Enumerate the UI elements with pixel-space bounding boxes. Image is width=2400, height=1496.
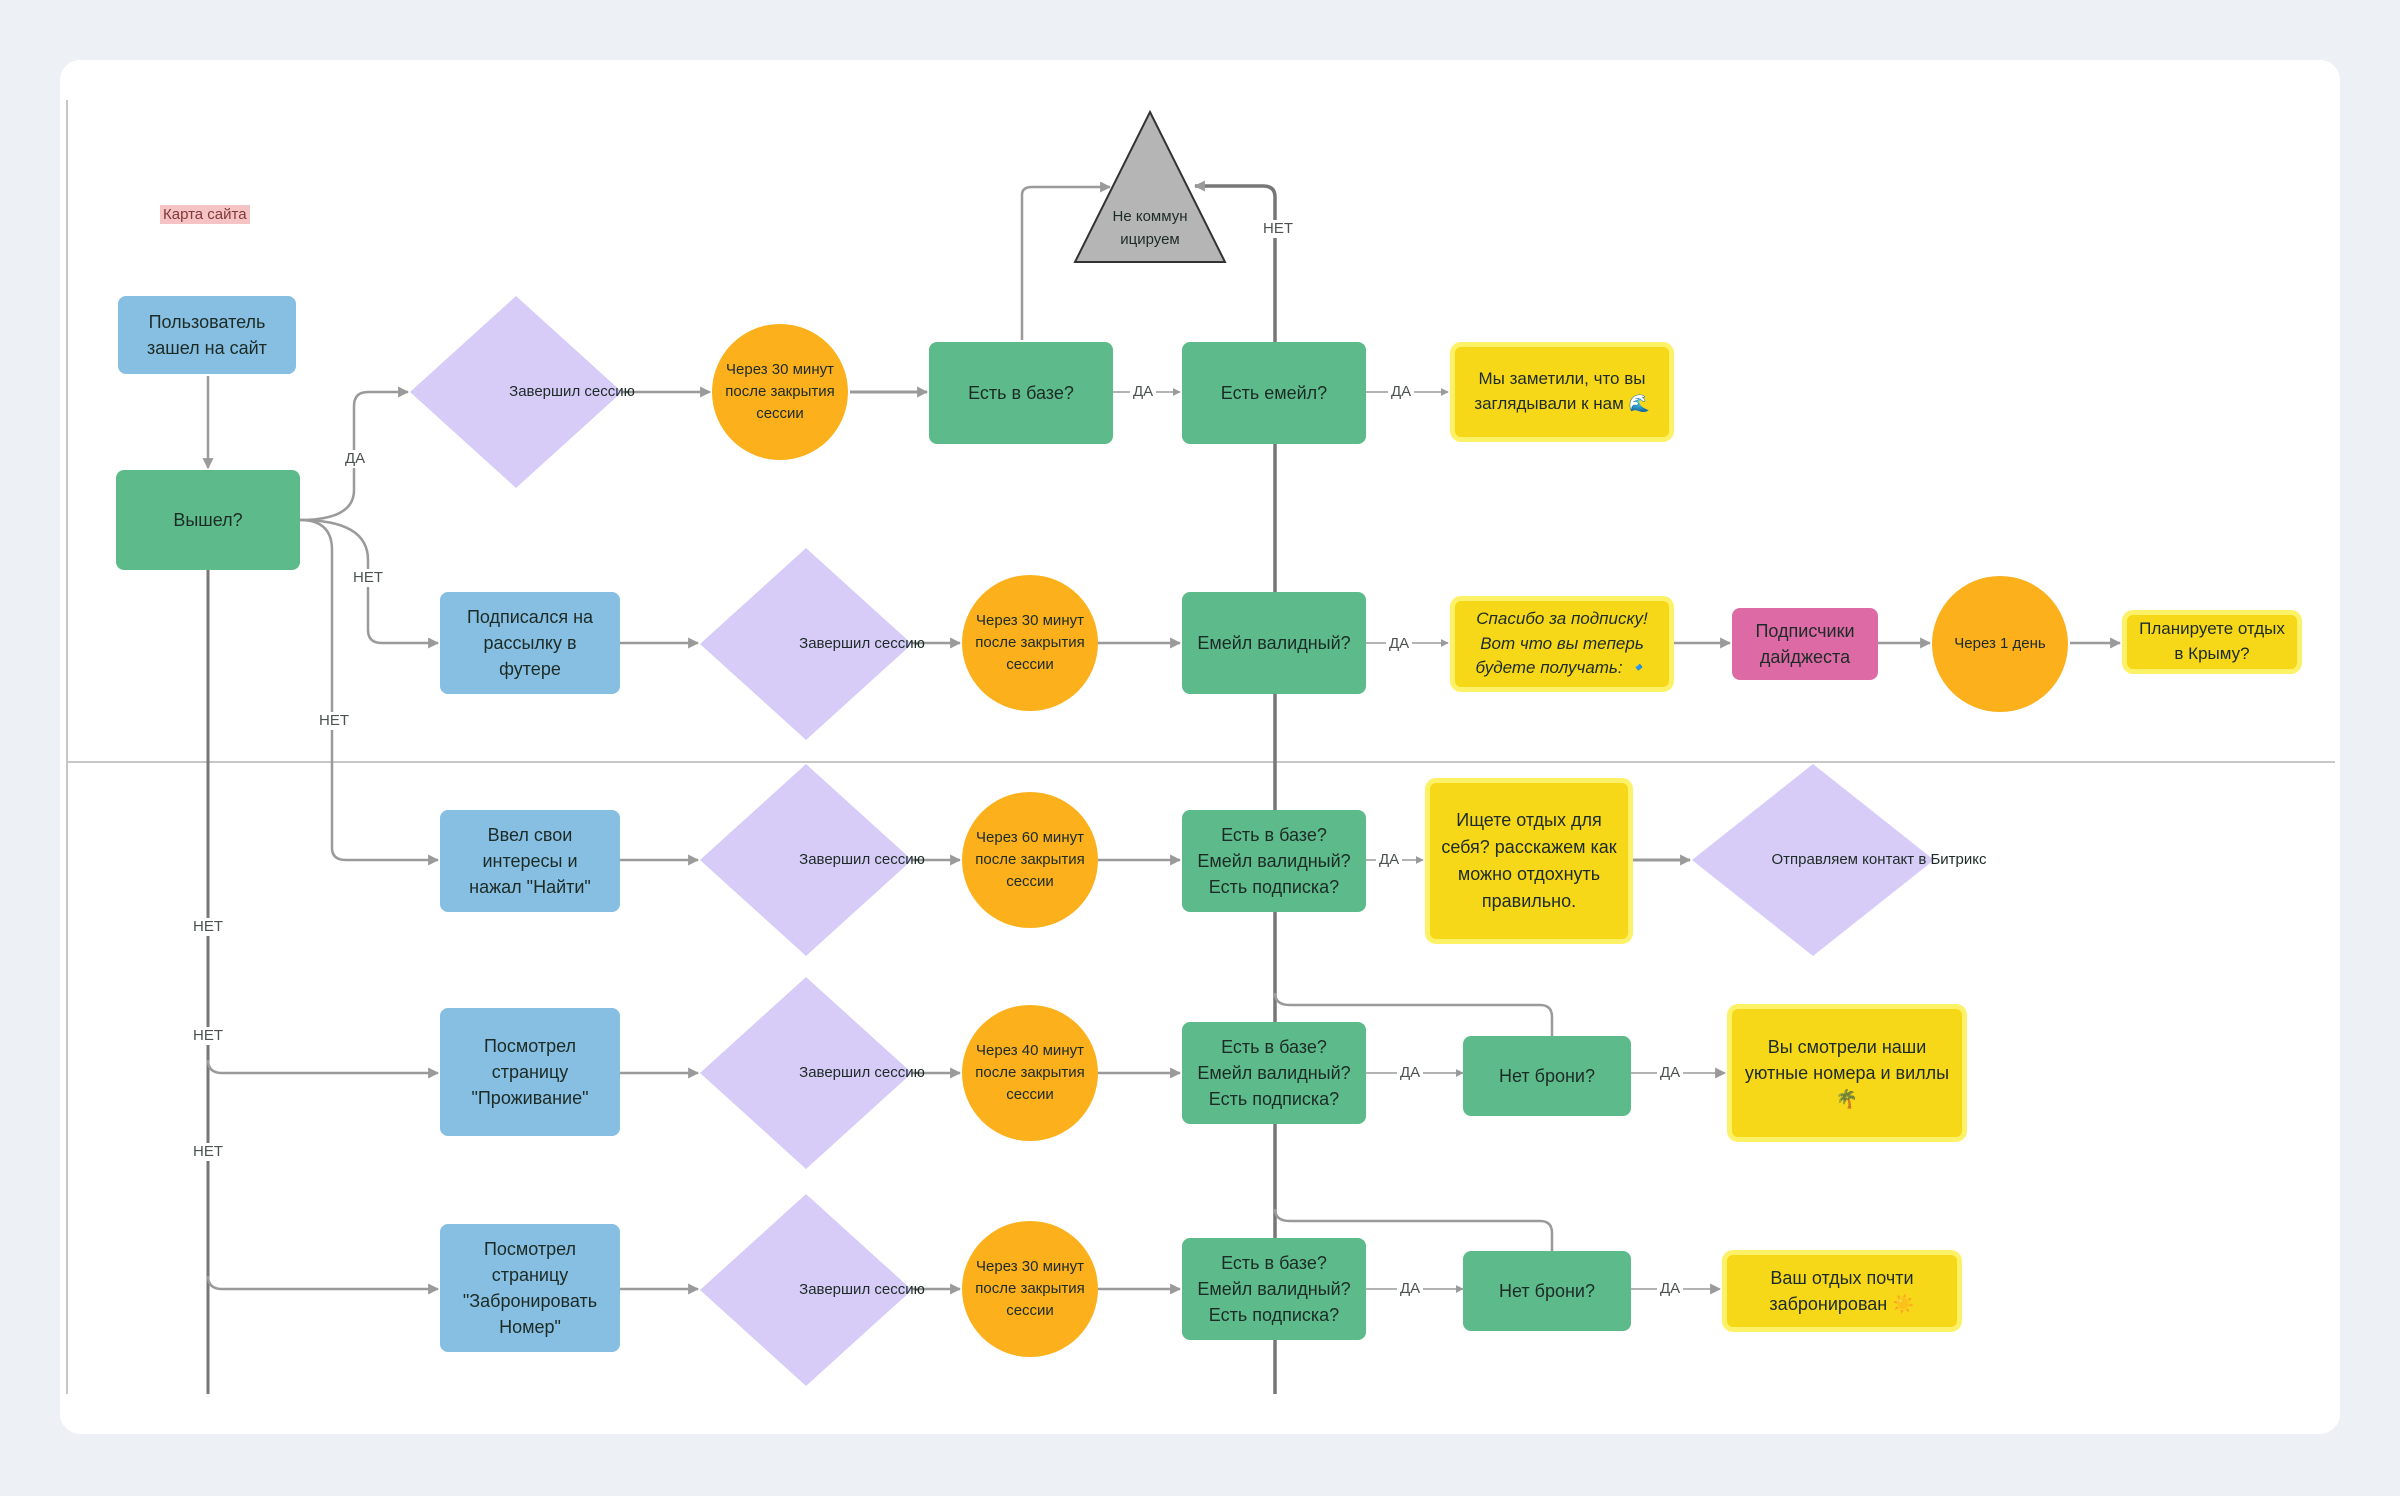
edge-label-yes-nb1: ДА — [1657, 1064, 1684, 1082]
no-contact-triangle — [1073, 109, 1227, 263]
node-wait-1[interactable]: Через 30 минут после закрытия сессии — [712, 324, 848, 460]
edge-label-no-top: НЕТ — [1260, 220, 1296, 238]
node-has-email[interactable]: Есть емейл? — [1182, 342, 1366, 444]
edge-label-yes-left: ДА — [342, 450, 369, 468]
node-user-entered[interactable]: Пользователь зашел на сайт — [118, 296, 296, 374]
node-wait-day[interactable]: Через 1 день — [1932, 576, 2068, 712]
node-digest-subscribers[interactable]: Подписчики дайджеста — [1732, 608, 1878, 680]
node-finished-1[interactable]: Завершил сессию — [410, 296, 635, 488]
edge-label-no-trunk-2: НЕТ — [190, 1027, 226, 1045]
edge-label-yes-email: ДА — [1388, 383, 1415, 401]
connector-layer — [66, 100, 2335, 1394]
edge-db1-nocontact — [1020, 181, 1112, 340]
edge-label-yes-db1: ДА — [1130, 383, 1157, 401]
node-wait-2[interactable]: Через 30 минут после закрытия сессии — [962, 575, 1098, 711]
edge-label-no-trunk-1: НЕТ — [190, 918, 226, 936]
node-viewed-booking[interactable]: Посмотрел страницу "Забронировать Номер" — [440, 1224, 620, 1352]
node-finished-2-text: Завершил сессию — [799, 634, 925, 652]
node-finished-5[interactable]: Завершил сессию — [700, 1194, 925, 1386]
edge-c3-nobooking1 — [1273, 992, 1554, 1036]
edge-c4-nobooking2 — [1273, 1208, 1554, 1251]
edge-trunk-booking — [206, 1275, 440, 1295]
edge-label-no-subscribed: НЕТ — [350, 569, 386, 587]
node-finished-5-text: Завершил сессию — [799, 1280, 925, 1298]
node-finished-4-text: Завершил сессию — [799, 1063, 925, 1081]
node-no-booking-2[interactable]: Нет брони? — [1463, 1251, 1631, 1331]
node-msg-noticed[interactable]: Мы заметили, что вы заглядывали к нам 🌊 — [1450, 342, 1674, 442]
node-send-bitrix-text: Отправляем контакт в Битрикс — [1771, 850, 1987, 868]
edge-label-yes-valid: ДА — [1386, 635, 1413, 653]
node-no-contact[interactable]: Не коммуницируем — [1112, 207, 1188, 248]
edge-label-no-interests: НЕТ — [316, 712, 352, 730]
node-left-site[interactable]: Вышел? — [116, 470, 300, 570]
node-interests[interactable]: Ввел свои интересы и нажал "Найти" — [440, 810, 620, 912]
node-wait-5[interactable]: Через 30 минут после закрытия сессии — [962, 1221, 1098, 1357]
node-check-4[interactable]: Есть в базе? Емейл валидный? Есть подпис… — [1182, 1022, 1366, 1124]
edge-label-yes-check3: ДА — [1376, 851, 1403, 869]
node-finished-4[interactable]: Завершил сессию — [700, 977, 925, 1169]
node-send-bitrix[interactable]: Отправляем контакт в Битрикс — [1692, 764, 1987, 956]
node-wait-3[interactable]: Через 60 минут после закрытия сессии — [962, 792, 1098, 928]
node-email-valid[interactable]: Емейл валидный? — [1182, 592, 1366, 694]
node-msg-rooms[interactable]: Вы смотрели наши уютные номера и виллы 🌴 — [1727, 1004, 1967, 1142]
node-check-5[interactable]: Есть в базе? Емейл валидный? Есть подпис… — [1182, 1238, 1366, 1340]
edge-label-yes-check4: ДА — [1397, 1064, 1424, 1082]
node-finished-1-text: Завершил сессию — [509, 382, 635, 400]
node-viewed-living[interactable]: Посмотрел страницу "Проживание" — [440, 1008, 620, 1136]
node-msg-crimea[interactable]: Планируете отдых в Крыму? — [2122, 610, 2302, 674]
edge-left-interests — [299, 518, 440, 866]
node-check-3[interactable]: Есть в базе? Емейл валидный? Есть подпис… — [1182, 810, 1366, 912]
edge-label-yes-nb2: ДА — [1657, 1280, 1684, 1298]
diagram-board: Карта сайта Пользователь зашел на сайт В… — [60, 60, 2340, 1434]
node-finished-3[interactable]: Завершил сессию — [700, 764, 925, 956]
node-msg-almost[interactable]: Ваш отдых почти забронирован ☀️ — [1722, 1250, 1962, 1332]
node-finished-3-text: Завершил сессию — [799, 850, 925, 868]
edge-label-yes-check5: ДА — [1397, 1280, 1424, 1298]
node-finished-2[interactable]: Завершил сессию — [700, 548, 925, 740]
node-msg-search[interactable]: Ищете отдых для себя? расскажем как можн… — [1425, 778, 1633, 944]
edge-left-subscribed — [299, 518, 440, 649]
edge-label-no-trunk-3: НЕТ — [190, 1143, 226, 1161]
edge-left-finished1 — [299, 386, 410, 522]
edge-trunk-living — [206, 1059, 440, 1079]
sitemap-label: Карта сайта — [160, 205, 250, 224]
node-subscribed-footer[interactable]: Подписался на рассылку в футере — [440, 592, 620, 694]
node-msg-thanks[interactable]: Спасибо за подписку! Вот что вы теперь б… — [1450, 596, 1674, 692]
node-in-db-1[interactable]: Есть в базе? — [929, 342, 1113, 444]
edge-net-vertical — [1193, 180, 1277, 1394]
node-no-booking-1[interactable]: Нет брони? — [1463, 1036, 1631, 1116]
node-wait-4[interactable]: Через 40 минут после закрытия сессии — [962, 1005, 1098, 1141]
